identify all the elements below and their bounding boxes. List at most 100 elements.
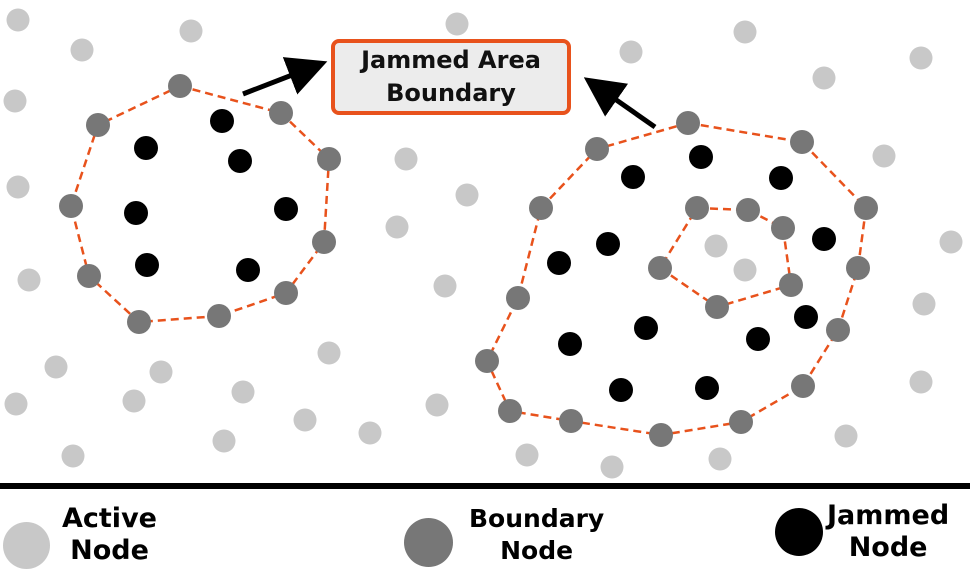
boundary-node-swatch <box>404 518 453 567</box>
boundary-node <box>649 423 673 447</box>
active-node <box>912 292 936 316</box>
active-node <box>317 341 341 365</box>
legend-jammed-node: Jammed Node <box>775 500 949 564</box>
left-jammed-area-boundary <box>69 84 331 324</box>
active-node <box>433 274 457 298</box>
jammed-node <box>596 232 620 256</box>
active-node <box>6 8 30 32</box>
boundary-node <box>559 409 583 433</box>
active-node <box>6 175 30 199</box>
boundary-node <box>779 273 803 297</box>
jammed-node-swatch <box>775 508 823 556</box>
boundary-node <box>705 295 729 319</box>
jammed-node <box>695 376 719 400</box>
callout-arrow-right <box>583 77 657 130</box>
boundary-node <box>59 194 83 218</box>
active-node <box>909 46 933 70</box>
boundary-node <box>77 264 101 288</box>
boundary-node <box>168 74 192 98</box>
boundary-node <box>791 374 815 398</box>
boundary-node <box>86 113 110 137</box>
jammed-node <box>228 149 252 173</box>
legend-active-label: Active Node <box>62 502 157 566</box>
legend-boundary-label: Boundary Node <box>469 503 605 565</box>
jammed-node <box>769 166 793 190</box>
active-node <box>515 443 539 467</box>
jammed-node <box>812 227 836 251</box>
jammed-node <box>547 251 571 275</box>
boundary-node <box>790 130 814 154</box>
boundary-node <box>676 111 700 135</box>
callout-arrow-left <box>242 57 328 97</box>
active-node <box>231 380 255 404</box>
active-node <box>872 144 896 168</box>
legend-active-node: Active Node <box>3 500 157 569</box>
active-node <box>909 370 933 394</box>
boundary-node <box>846 256 870 280</box>
active-node <box>600 455 624 479</box>
active-node <box>939 230 963 254</box>
legend-boundary-node: Boundary Node <box>404 502 604 567</box>
boundary-node <box>475 349 499 373</box>
jammed-nodes <box>124 109 836 402</box>
active-node <box>704 234 728 258</box>
boundary-node <box>207 304 231 328</box>
jammed-area-boundary-callout: Jammed Area Boundary <box>331 39 571 115</box>
jammed-node <box>274 197 298 221</box>
boundary-node <box>826 318 850 342</box>
active-node <box>708 447 732 471</box>
active-node <box>394 147 418 171</box>
boundary-node <box>498 399 522 423</box>
jammed-node <box>621 165 645 189</box>
boundary-node <box>317 147 341 171</box>
legend-divider <box>0 483 970 489</box>
boundary-node <box>127 310 151 334</box>
jammed-node <box>634 316 658 340</box>
boundary-node <box>729 410 753 434</box>
jammed-node <box>124 201 148 225</box>
legend-jammed-label: Jammed Node <box>827 500 950 563</box>
inner-jammed-area-boundary <box>658 206 793 309</box>
jammed-node <box>236 258 260 282</box>
jammed-node <box>210 109 234 133</box>
active-node-swatch <box>3 522 50 569</box>
boundary-node <box>274 281 298 305</box>
active-node <box>179 19 203 43</box>
active-node <box>122 389 146 413</box>
jammed-node <box>794 305 818 329</box>
jammed-node <box>558 332 582 356</box>
boundary-node <box>269 101 293 125</box>
active-node <box>61 444 85 468</box>
network-diagram <box>3 8 963 479</box>
active-node <box>212 429 236 453</box>
boundary-node <box>736 198 760 222</box>
jammed-node <box>746 327 770 351</box>
boundary-node <box>312 230 336 254</box>
active-node <box>385 215 409 239</box>
active-node <box>17 268 41 292</box>
active-node <box>834 424 858 448</box>
jammed-node <box>135 253 159 277</box>
boundary-node <box>506 286 530 310</box>
active-node <box>149 360 173 384</box>
active-node <box>44 355 68 379</box>
jammed-node <box>609 378 633 402</box>
active-node <box>358 421 382 445</box>
jammed-node <box>689 145 713 169</box>
active-node <box>733 20 757 44</box>
active-node <box>619 40 643 64</box>
boundary-node <box>771 216 795 240</box>
boundary-node <box>529 196 553 220</box>
boundary-node <box>585 137 609 161</box>
active-node <box>4 392 28 416</box>
active-node <box>70 38 94 62</box>
active-node <box>733 258 757 282</box>
boundary-nodes <box>59 74 878 447</box>
boundary-node <box>648 256 672 280</box>
active-node <box>445 12 469 36</box>
jammed-node <box>134 136 158 160</box>
active-node <box>812 66 836 90</box>
active-node <box>3 89 27 113</box>
boundary-node <box>854 196 878 220</box>
active-node <box>293 408 317 432</box>
